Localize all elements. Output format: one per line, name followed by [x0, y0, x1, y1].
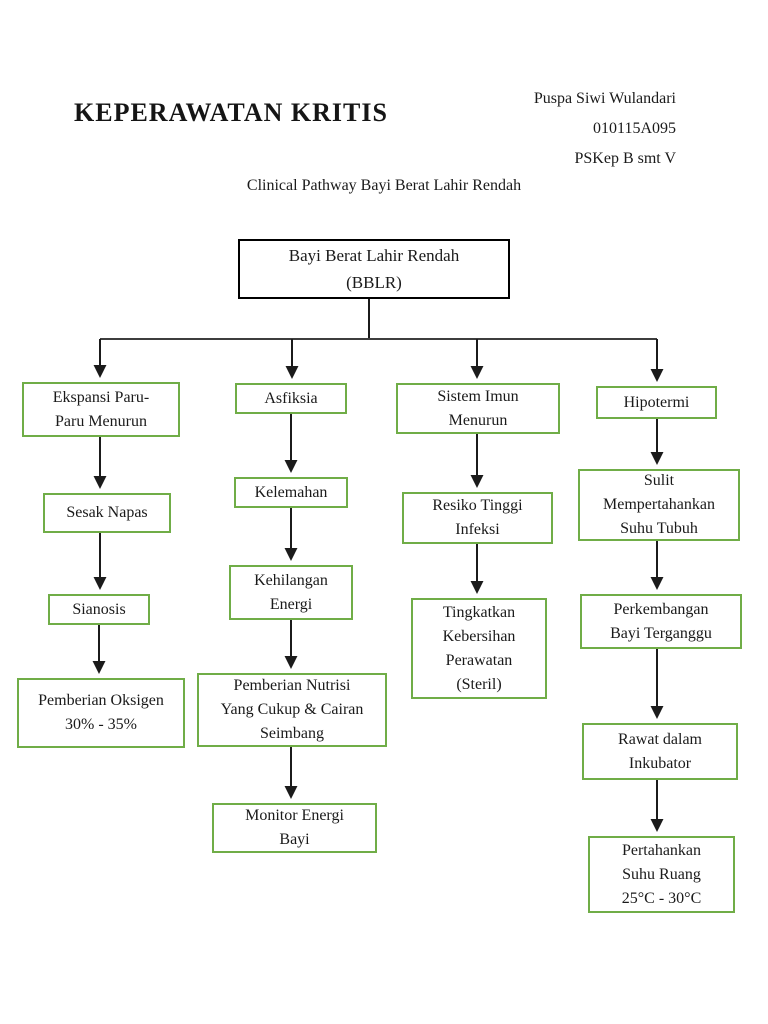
node-ekspansi-paru-menurun: Ekspansi Paru- Paru Menurun	[22, 382, 180, 437]
diagram-title: Clinical Pathway Bayi Berat Lahir Rendah	[246, 177, 522, 194]
course-title: KEPERAWATAN KRITIS	[74, 98, 388, 127]
node-asfiksia: Asfiksia	[235, 383, 347, 414]
node-sesak-napas: Sesak Napas	[43, 493, 171, 533]
node-sulit-mempertahankan-suhu: Sulit Mempertahankan Suhu Tubuh	[578, 469, 740, 541]
connector-lines	[92, 299, 664, 832]
node-rawat-dalam-inkubator: Rawat dalam Inkubator	[582, 723, 738, 780]
node-hipotermi: Hipotermi	[596, 386, 717, 419]
node-kehilangan-energi: Kehilangan Energi	[229, 565, 353, 620]
node-sistem-imun-menurun: Sistem Imun Menurun	[396, 383, 560, 434]
node-resiko-tinggi-infeksi: Resiko Tinggi Infeksi	[402, 492, 553, 544]
author-class: PSKep B smt V	[574, 150, 676, 167]
node-tingkatkan-kebersihan: Tingkatkan Kebersihan Perawatan (Steril)	[411, 598, 547, 699]
node-sianosis: Sianosis	[48, 594, 150, 625]
node-pemberian-oksigen: Pemberian Oksigen 30% - 35%	[17, 678, 185, 748]
node-pertahankan-suhu-ruang: Pertahankan Suhu Ruang 25°C - 30°C	[588, 836, 735, 913]
author-block: Puspa Siwi Wulandari 010115A095 PSKep B …	[534, 84, 676, 174]
node-perkembangan-bayi-terganggu: Perkembangan Bayi Terganggu	[580, 594, 742, 649]
node-bblr-root: Bayi Berat Lahir Rendah (BBLR)	[238, 239, 510, 299]
node-monitor-energi-bayi: Monitor Energi Bayi	[212, 803, 377, 853]
author-name: Puspa Siwi Wulandari	[533, 90, 676, 107]
node-kelemahan: Kelemahan	[234, 477, 348, 508]
author-student-id: 010115A095	[593, 120, 676, 137]
node-pemberian-nutrisi: Pemberian Nutrisi Yang Cukup & Cairan Se…	[197, 673, 387, 747]
